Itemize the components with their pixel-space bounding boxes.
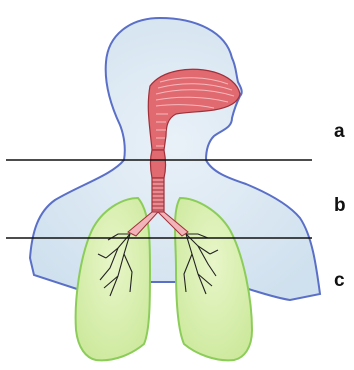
trachea <box>152 178 164 212</box>
region-label-b: b <box>334 195 346 216</box>
region-label-a: a <box>334 121 345 142</box>
region-label-c: c <box>334 270 345 291</box>
larynx <box>151 150 166 178</box>
